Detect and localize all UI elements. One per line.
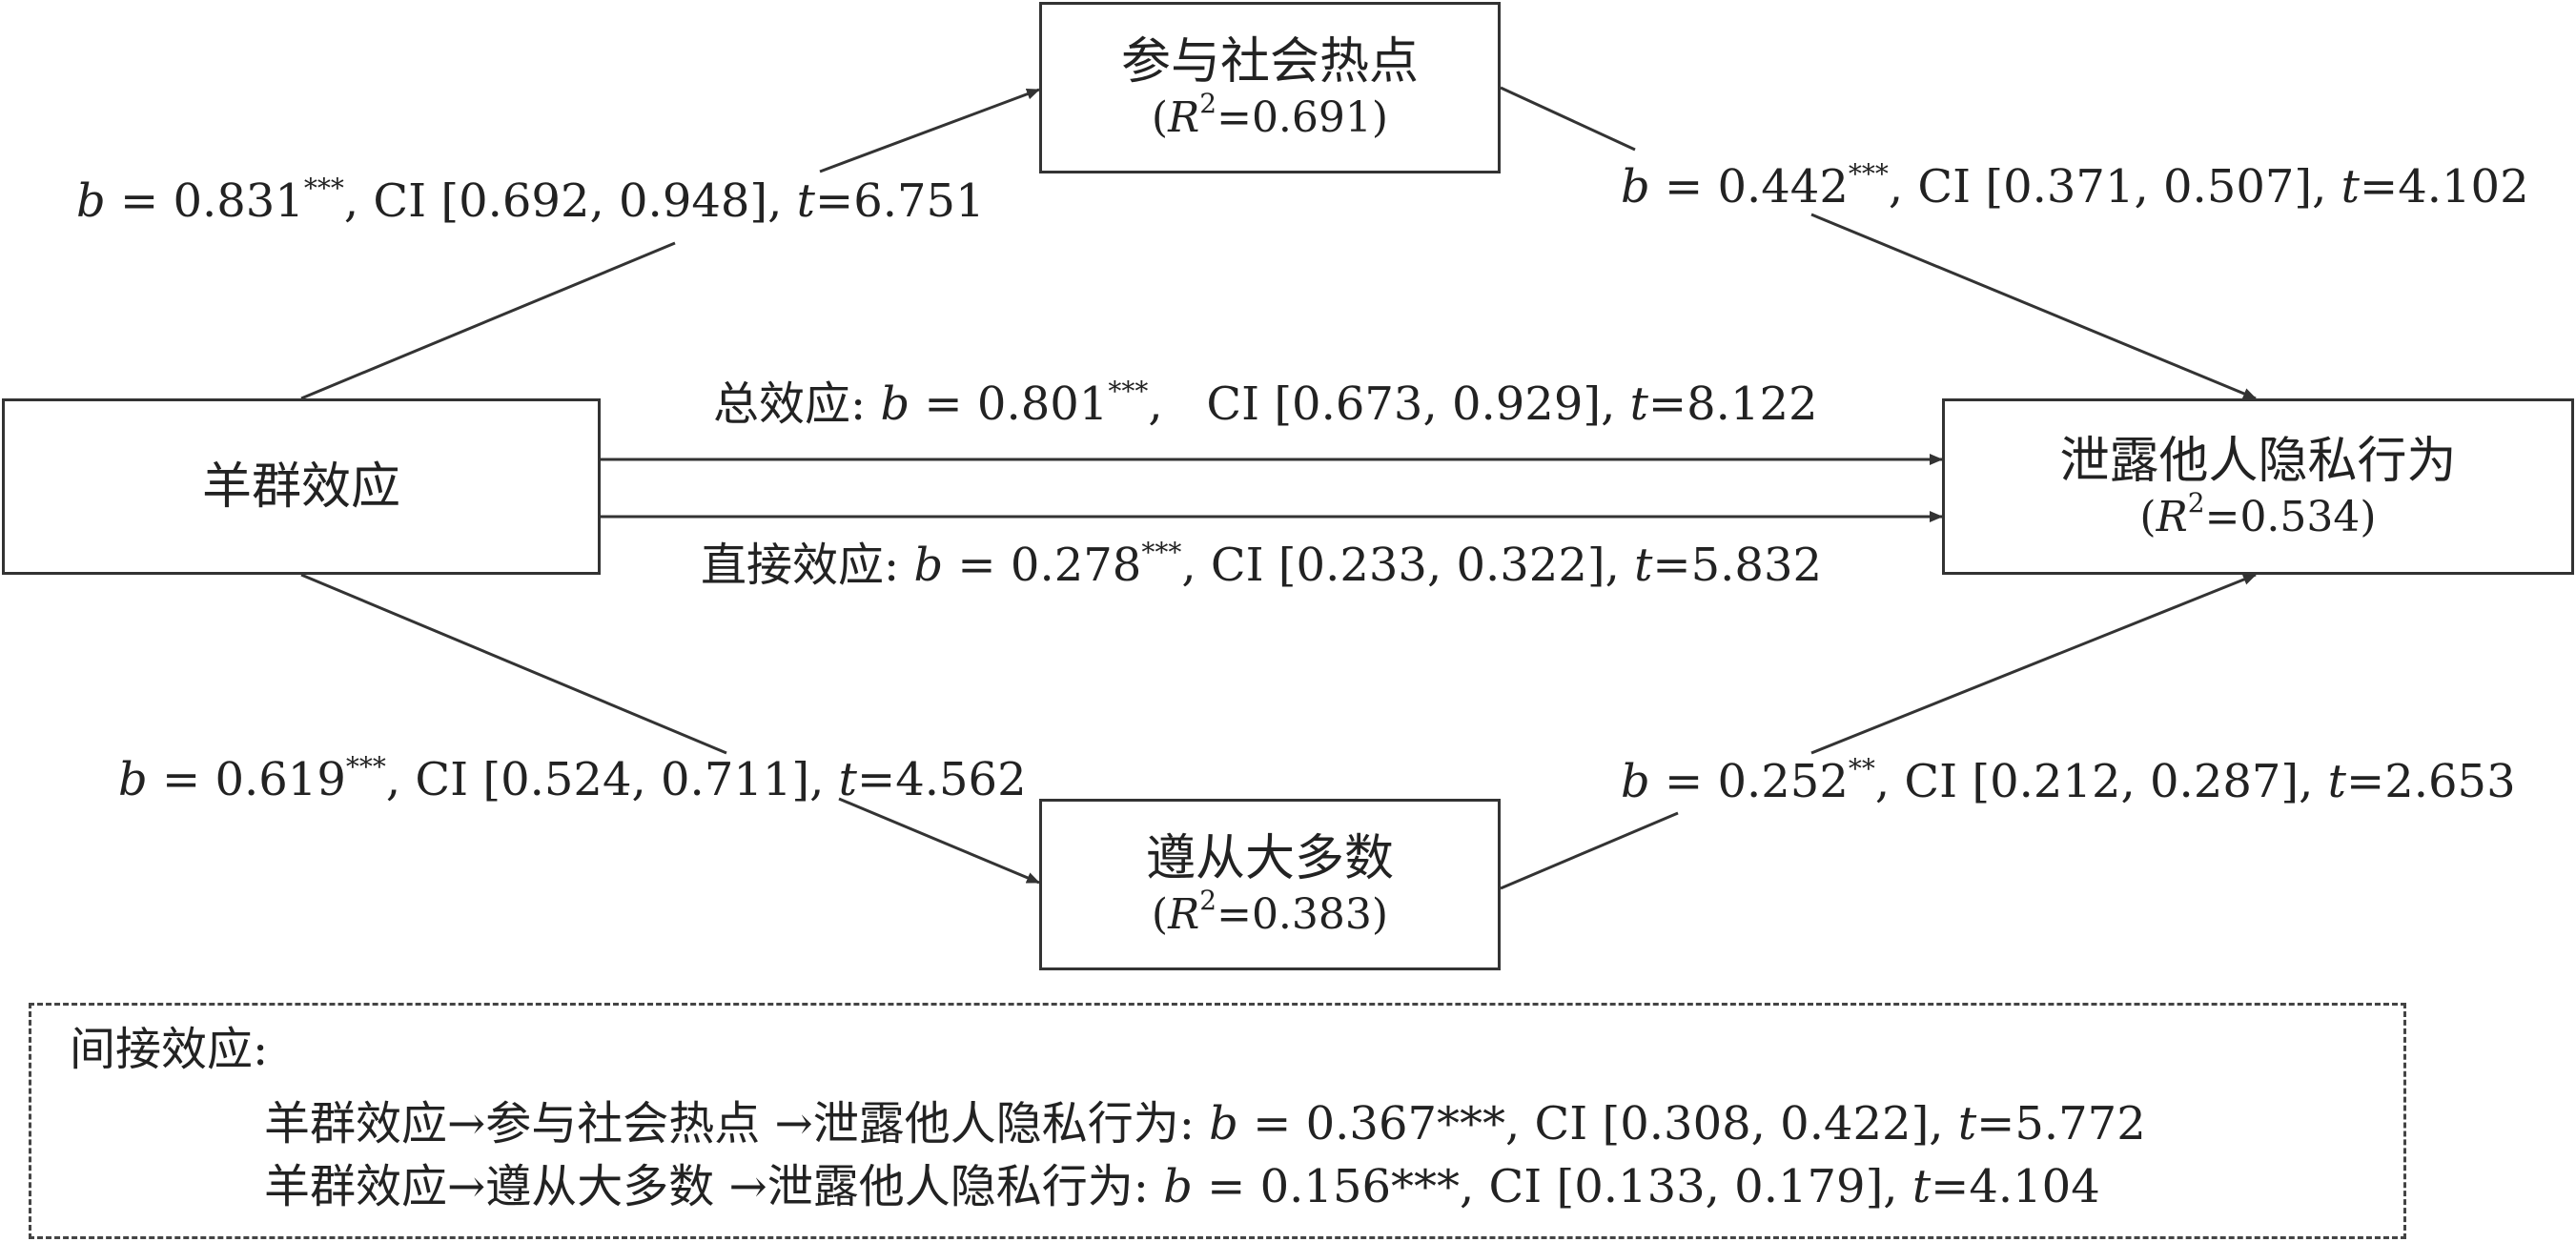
node-leak-r2: (R2=0.534) <box>2139 486 2377 541</box>
arrow-herd-conform <box>300 573 727 755</box>
label-herd-participate: b = 0.831***, CI [0.692, 0.948], t=6.751 <box>76 173 985 228</box>
arrow-herd-participate <box>300 241 676 400</box>
indirect-effect-line-1: 羊群效应→参与社会热点 →泄露他人隐私行为: b = 0.367***, CI … <box>264 1097 2146 1150</box>
node-conform: 遵从大多数 (R2=0.383) <box>1039 799 1501 970</box>
arrow-participate-leak <box>1500 86 1636 152</box>
node-participate-r2: (R2=0.691) <box>1151 88 1389 143</box>
label-conform-leak: b = 0.252**, CI [0.212, 0.287], t=2.653 <box>1621 753 2516 808</box>
node-participate-name: 参与社会热点 <box>1120 33 1419 91</box>
node-conform-name: 遵从大多数 <box>1145 830 1394 887</box>
node-participate: 参与社会热点 (R2=0.691) <box>1039 2 1501 173</box>
arrow-conform-leak-head <box>1810 573 2257 755</box>
node-leak: 泄露他人隐私行为 (R2=0.534) <box>1942 398 2574 575</box>
arrow-participate-leak-head <box>1810 213 2257 400</box>
arrow-conform-leak <box>1500 811 1679 890</box>
arrow-herd-participate-head <box>819 88 1040 173</box>
label-total-effect: 总效应: b = 0.801***, CI [0.673, 0.929], t=… <box>713 376 1818 431</box>
node-herd: 羊群效应 <box>2 398 601 575</box>
node-conform-r2: (R2=0.383) <box>1151 885 1389 940</box>
node-leak-name: 泄露他人隐私行为 <box>2059 432 2457 490</box>
indirect-effect-line-2: 羊群效应→遵从大多数 →泄露他人隐私行为: b = 0.156***, CI [… <box>264 1160 2100 1213</box>
arrow-herd-conform-head <box>838 797 1040 885</box>
label-participate-leak: b = 0.442***, CI [0.371, 0.507], t=4.102 <box>1621 158 2529 214</box>
node-herd-name: 羊群效应 <box>201 458 400 516</box>
indirect-effect-title: 间接效应: <box>70 1023 269 1076</box>
indirect-effect-box: 间接效应: 羊群效应→参与社会热点 →泄露他人隐私行为: b = 0.367**… <box>29 1003 2406 1239</box>
label-direct-effect: 直接效应: b = 0.278***, CI [0.233, 0.322], t… <box>701 537 1823 592</box>
label-herd-conform: b = 0.619***, CI [0.524, 0.711], t=4.562 <box>118 751 1027 806</box>
